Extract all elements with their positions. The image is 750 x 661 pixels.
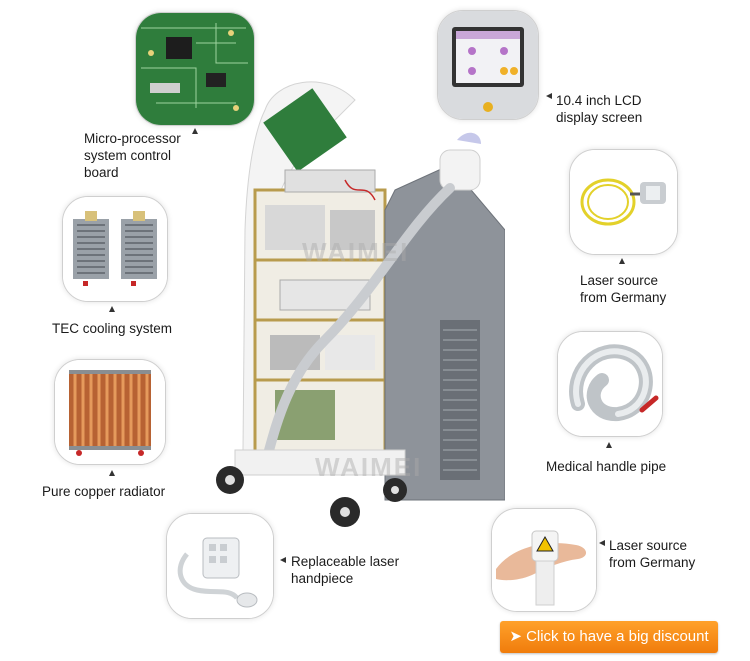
copper-label: Pure copper radiator	[42, 484, 166, 499]
handpiece-icon	[167, 514, 273, 618]
pointer-arrow-icon	[599, 540, 605, 546]
pointer-arrow-icon	[109, 306, 115, 312]
pointer-arrow-icon	[192, 128, 198, 134]
discount-cta-button[interactable]: ➤ Click to have a big discount	[500, 621, 718, 653]
brand-watermark: WAIMEI	[315, 452, 423, 482]
laser-source-label-2: Laser source from Germany	[609, 538, 696, 570]
lcd-display-icon	[438, 11, 538, 119]
tec-label: TEC cooling system	[52, 321, 173, 336]
pipe-coil-icon	[558, 332, 662, 436]
handpiece-label: Replaceable laser handpiece	[291, 554, 400, 586]
handle-pipe-thumbnail	[557, 331, 663, 437]
circuit-board-icon	[136, 13, 254, 125]
laser-source-thumbnail	[569, 149, 678, 255]
pointer-arrow-icon	[546, 93, 552, 99]
microprocessor-label: Micro-processor system control board	[84, 131, 181, 180]
microprocessor-board-thumbnail	[135, 12, 255, 126]
pointer-arrow-icon	[606, 442, 612, 448]
laser-machine-image	[205, 70, 506, 530]
pointer-arrow-icon	[619, 258, 625, 264]
laser-source-hand-thumbnail	[491, 508, 597, 612]
laser-source-label-1: Laser source from Germany	[580, 273, 667, 305]
lcd-label: 10.4 inch LCD display screen	[556, 93, 643, 125]
pointer-arrow-icon	[280, 557, 286, 563]
cooling-module-icon	[63, 197, 167, 301]
handpiece-thumbnail	[166, 513, 274, 619]
copper-radiator-thumbnail	[54, 359, 166, 465]
lcd-screen-thumbnail	[437, 10, 539, 120]
copper-radiator-icon	[55, 360, 165, 464]
handle-pipe-label: Medical handle pipe	[546, 459, 667, 474]
pointer-arrow-icon	[109, 470, 115, 476]
tec-cooling-thumbnail	[62, 196, 168, 302]
fiber-coil-icon	[570, 150, 677, 254]
diode-laser-machine-illustration	[216, 81, 506, 527]
brand-watermark: WAIMEI	[302, 237, 410, 267]
laser-hand-icon	[492, 509, 596, 611]
